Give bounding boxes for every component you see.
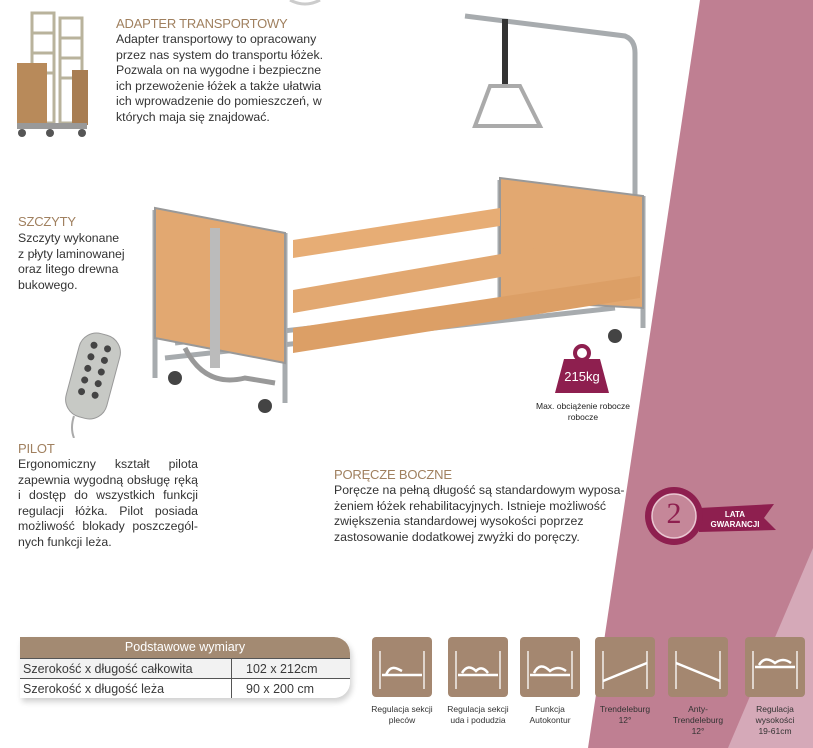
warranty-text: LATA GWARANCJI (700, 510, 770, 530)
text-line: i dostęp do wszystkich funkcji (18, 488, 198, 502)
text-line: nych funkcji leża. (18, 534, 112, 549)
text-line: Anty- (688, 704, 708, 714)
table-row: Szerokość x długość całkowita 102 x 212c… (20, 658, 350, 678)
thigh-calf-adjust-icon (448, 637, 508, 697)
text-line: zastosowanie dodatkowej zwyżki do poręcz… (334, 529, 580, 544)
text-line: których maja się znajdować. (116, 109, 270, 124)
text-line: z płyty laminowanej (18, 246, 125, 261)
text-line: Trendeleburg (599, 704, 651, 714)
warranty-number: 2 (666, 497, 682, 530)
table-cell: 102 x 212cm (246, 662, 318, 676)
szczyty-text: Szczyty wykonane z płyty laminowanej ora… (18, 231, 125, 293)
trendelenburg-icon (595, 637, 655, 697)
table-cell: 90 x 200 cm (246, 682, 315, 696)
text-line: robocze (567, 412, 599, 422)
porecze-heading: PORĘCZE BOCZNE (334, 467, 452, 482)
text-line: żeniem łóżek rehabilitacyjnych. Istnieje… (334, 498, 607, 513)
text-line: zapewnia wygodną obsługę ręką (18, 472, 198, 487)
text-line: przez nas system do transportu łóżek. (116, 47, 324, 62)
text-line: Szczyty wykonane (18, 231, 120, 245)
table-header: Podstawowe wymiary (20, 637, 350, 658)
folded-bed-image (17, 11, 88, 137)
table-cell: Szerokość x długość całkowita (20, 659, 232, 678)
remote-control-image (65, 332, 121, 438)
bed-image (152, 13, 646, 413)
warranty-badge (645, 487, 776, 545)
szczyty-heading: SZCZYTY (18, 214, 76, 229)
height-adjust-icon (745, 637, 805, 697)
text-line: pleców (388, 715, 416, 725)
text-line: uda i podudzia (450, 715, 506, 725)
text-line: Ergonomiczny kształt pilota (18, 457, 198, 471)
text-line: Max. obciążenie robocze (535, 401, 631, 411)
text-line: regulacji łóżka. Pilot posiada (18, 503, 198, 518)
text-line: 12° (618, 715, 632, 725)
text-line: ich wprowadzenie do pomieszczeń, w (116, 94, 322, 108)
backrest-adjust-icon (372, 637, 432, 697)
pilot-text: Ergonomiczny kształt pilota zapewnia wyg… (18, 457, 198, 550)
text-line: zwiększenia standardowej wysokości poprz… (334, 514, 584, 528)
text-line: GWARANCJI (710, 520, 760, 529)
text-line: 12° (691, 726, 705, 736)
autocontour-icon (520, 637, 580, 697)
weight-icon (555, 344, 609, 393)
text-line: Autokontur (529, 715, 571, 725)
load-value: 215kg (564, 369, 600, 384)
adapter-heading: ADAPTER TRANSPORTOWY (116, 16, 288, 31)
text-line: możliwość blokady poszczegól- (18, 519, 198, 533)
text-line: Poręcze na pełną długość są standardowym… (334, 483, 625, 497)
text-line: oraz litego drewna (18, 262, 119, 276)
load-caption: Max. obciążenie robocze robocze (520, 401, 646, 423)
text-line: Pozwala on na wygodne i bezpieczne (116, 63, 322, 77)
text-line: ich przewożenie łóżek a także ułatwia (116, 78, 322, 93)
adapter-text: Adapter transportowy to opracowany przez… (116, 32, 323, 125)
dimensions-table: Podstawowe wymiary Szerokość x długość c… (20, 637, 350, 698)
table-cell: Szerokość x długość leża (20, 679, 232, 698)
pilot-heading: PILOT (18, 441, 55, 456)
text-line: Regulacja sekcji (447, 704, 509, 714)
anti-trendelenburg-icon (668, 637, 728, 697)
text-line: Trendeleburg (672, 715, 724, 725)
text-line: Adapter transportowy to opracowany (116, 32, 317, 46)
table-row: Szerokość x długość leża 90 x 200 cm (20, 678, 350, 698)
text-line: Funkcja (535, 704, 565, 714)
text-line: wysokości (755, 715, 795, 725)
text-line: LATA (724, 510, 746, 519)
text-line: Regulacja (756, 704, 794, 714)
text-line: Regulacja sekcji (371, 704, 433, 714)
text-line: 19-61cm (758, 726, 792, 736)
text-line: bukowego. (18, 277, 78, 292)
porecze-text: Poręcze na pełną długość są standardowym… (334, 483, 625, 545)
